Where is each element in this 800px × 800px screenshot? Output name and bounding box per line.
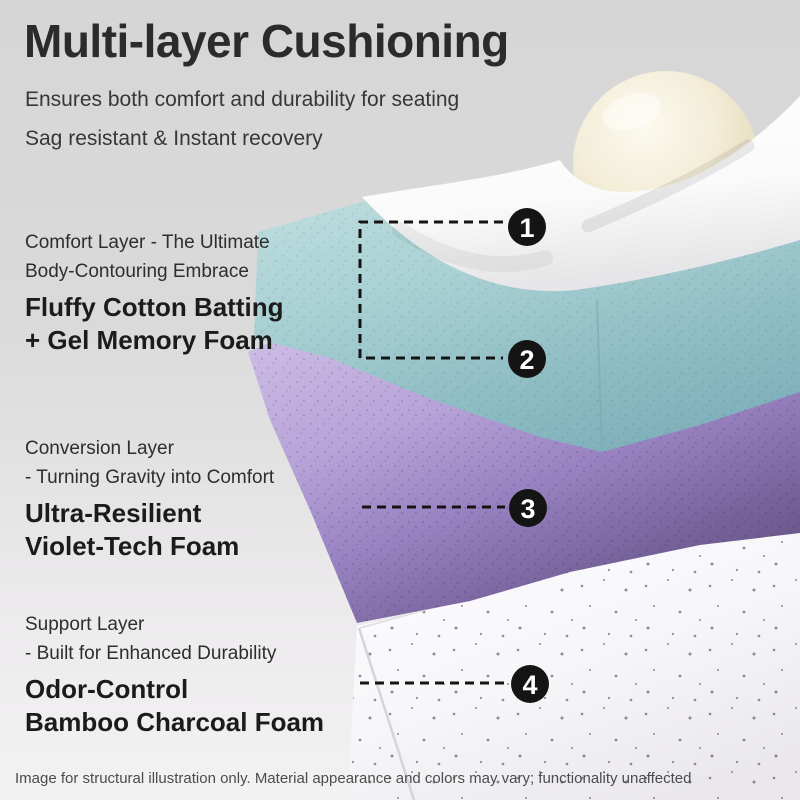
page-title: Multi-layer Cushioning <box>24 15 509 67</box>
support-layer-bamboo-charcoal-foam <box>348 531 800 800</box>
comfort-layer-note: Comfort Layer - The Ultimate Body-Contou… <box>25 228 360 357</box>
ball-contact-shadow <box>581 139 755 233</box>
foam-crease <box>357 627 416 800</box>
marker-1: 1 <box>508 208 546 246</box>
subtitle-comfort-durability: Ensures both comfort and durability for … <box>25 88 460 111</box>
layer-material-line: + Gel Memory Foam <box>25 325 273 355</box>
batting-dip-shadow <box>392 222 553 273</box>
callout-lines <box>358 220 508 685</box>
layer-material-line: Violet-Tech Foam <box>25 531 240 561</box>
ball-highlight <box>602 93 662 131</box>
layer-material-line: Bamboo Charcoal Foam <box>25 707 325 737</box>
svg-text:3: 3 <box>520 494 535 524</box>
layer-material-line: Fluffy Cotton Batting <box>25 292 284 322</box>
callout-bracket-1-2 <box>358 220 503 360</box>
conversion-layer-note: Conversion Layer - Turning Gravity into … <box>25 434 360 563</box>
marker-3: 3 <box>509 489 547 527</box>
svg-text:1: 1 <box>519 213 534 243</box>
marker-4: 4 <box>511 665 549 703</box>
disclaimer-text: Image for structural illustration only. … <box>15 770 692 787</box>
layer-title-line: - Turning Gravity into Comfort <box>25 467 275 488</box>
svg-text:2: 2 <box>519 345 534 375</box>
layer-title-line: - Built for Enhanced Durability <box>25 643 277 664</box>
foam-corner-edge <box>596 299 603 453</box>
layer-title-line: Support Layer <box>25 614 145 635</box>
markers: 1 2 3 4 <box>508 208 549 703</box>
support-layer-note: Support Layer - Built for Enhanced Durab… <box>25 610 360 739</box>
svg-text:4: 4 <box>522 670 537 700</box>
marker-2: 2 <box>508 340 546 378</box>
layer-material-line: Ultra-Resilient <box>25 498 202 528</box>
subtitle-sag-resistant: Sag resistant & Instant recovery <box>25 127 323 150</box>
layer-title-line: Body-Contouring Embrace <box>25 261 249 282</box>
layer-title-line: Conversion Layer <box>25 438 174 459</box>
layer-title-line: Comfort Layer - The Ultimate <box>25 232 270 253</box>
comfort-layer-cotton-batting <box>362 96 800 292</box>
layer-material-line: Odor-Control <box>25 674 189 704</box>
